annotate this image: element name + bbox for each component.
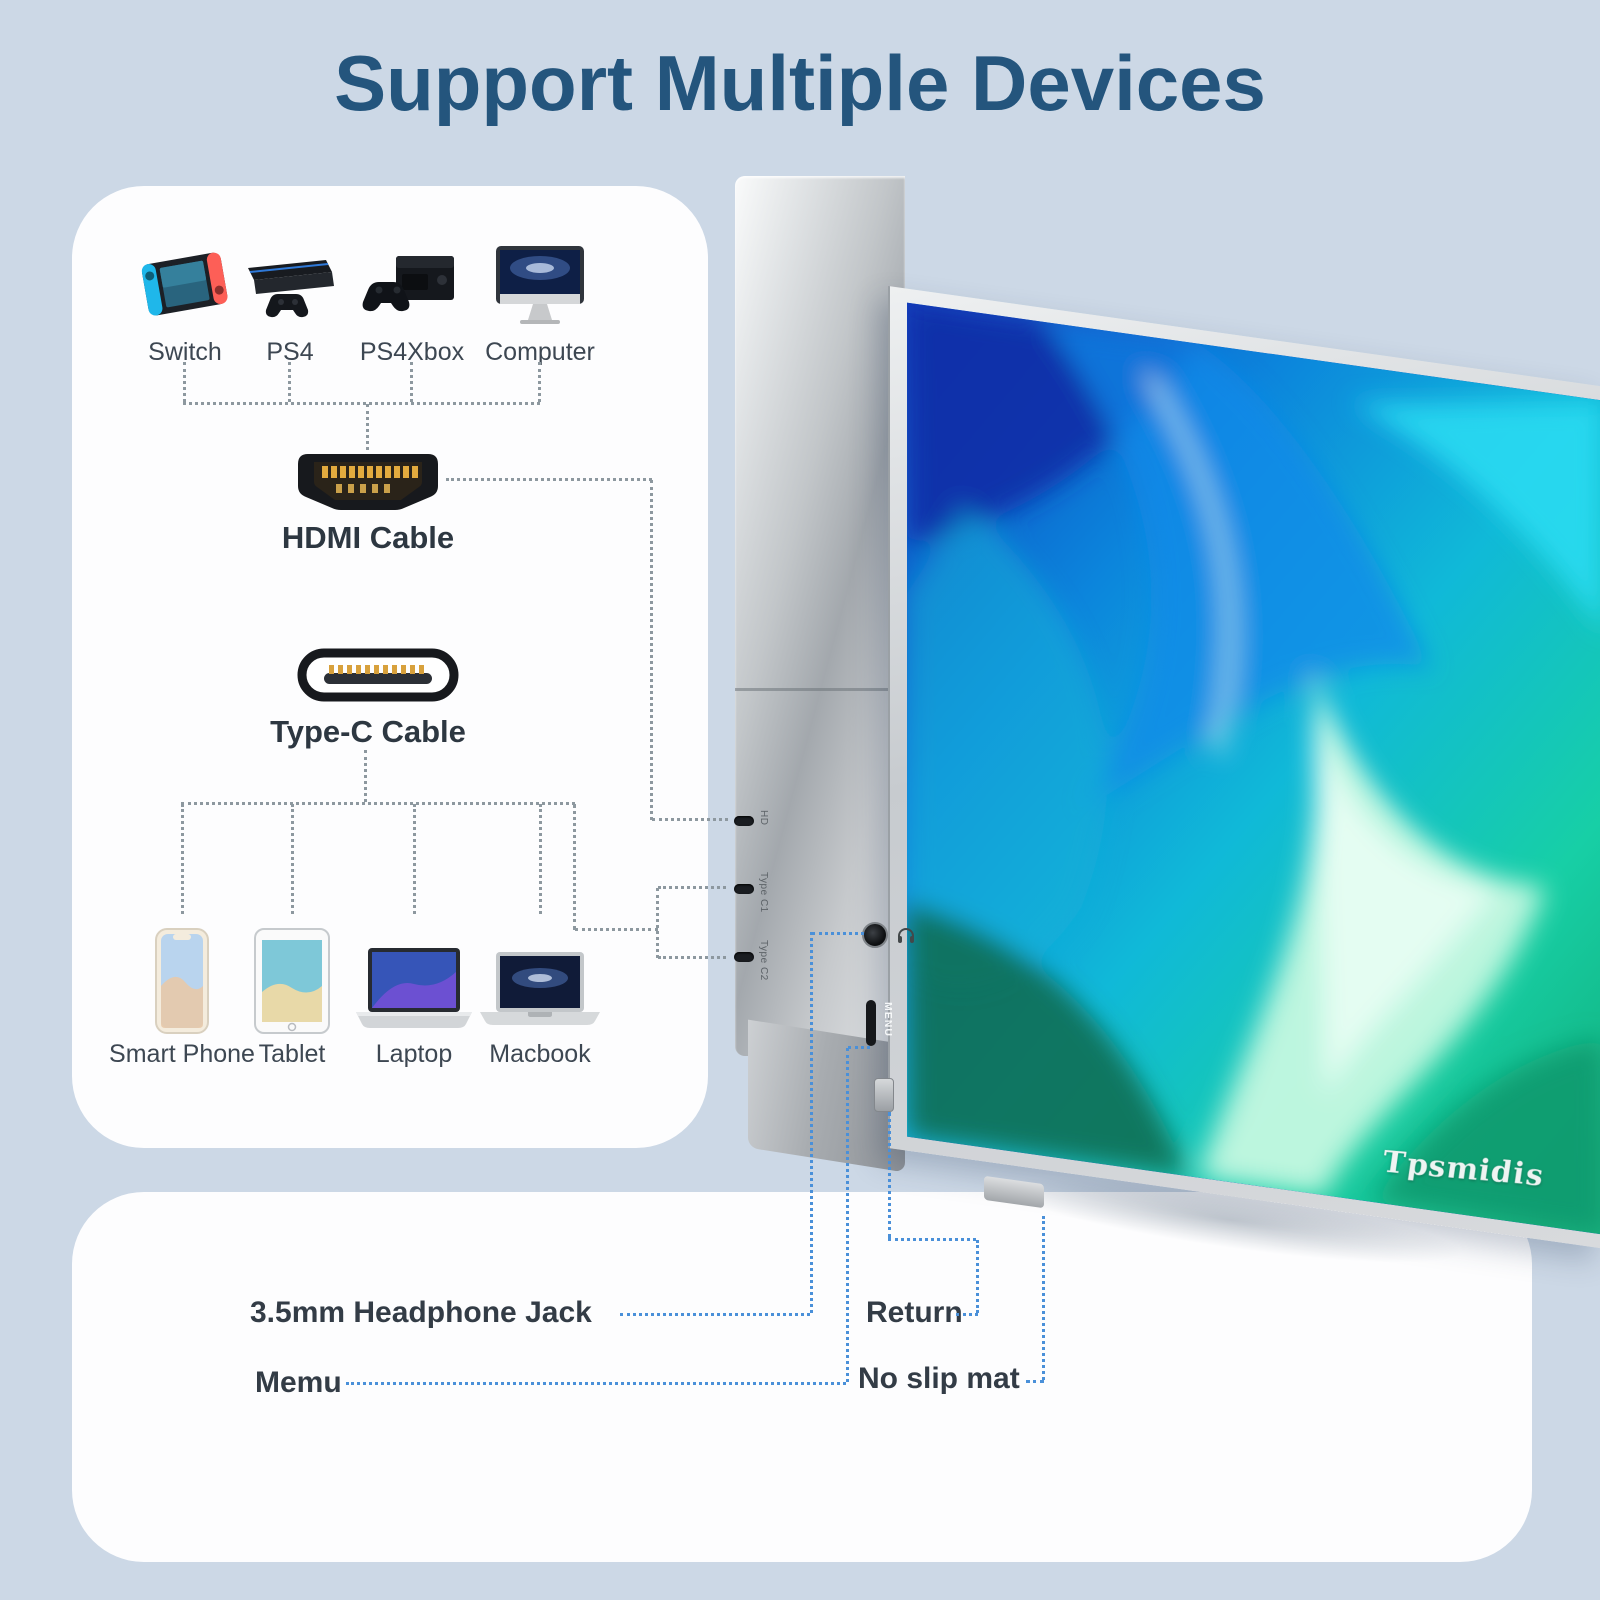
connector-line bbox=[658, 956, 726, 959]
menu-button bbox=[866, 1000, 876, 1046]
connector-line bbox=[181, 802, 575, 805]
device-label: Switch bbox=[148, 338, 222, 366]
type-c2-port bbox=[734, 952, 754, 962]
device-label: Macbook bbox=[489, 1040, 591, 1068]
callout-line bbox=[1026, 1380, 1044, 1383]
macbook-icon bbox=[474, 922, 606, 1036]
monitor-display-art: Tpsmidis bbox=[907, 302, 1600, 1235]
type-c-cable-label: Type-C Cable bbox=[270, 714, 466, 749]
connector-line bbox=[181, 804, 184, 914]
type-c1-port-label: Type C1 bbox=[758, 872, 769, 913]
connector-line bbox=[183, 362, 186, 402]
callout-line bbox=[1042, 1216, 1045, 1380]
connector-line bbox=[183, 402, 540, 405]
device-smart-phone: Smart Phone bbox=[109, 922, 255, 1069]
return-label: Return bbox=[866, 1296, 963, 1329]
no-slip-mat-label: No slip mat bbox=[858, 1362, 1020, 1395]
connector-line bbox=[366, 404, 369, 450]
device-label: Tablet bbox=[258, 1040, 326, 1068]
type-c2-port-label: Type C2 bbox=[758, 940, 769, 981]
connector-line bbox=[413, 804, 416, 914]
type-c1-port bbox=[734, 884, 754, 894]
callout-line bbox=[846, 1048, 849, 1382]
hdmi-cable-label: HDMI Cable bbox=[281, 520, 455, 555]
desktop-computer-icon bbox=[488, 220, 592, 334]
callout-line bbox=[810, 932, 813, 1313]
callout-line bbox=[888, 1112, 891, 1238]
device-label: Laptop bbox=[375, 1040, 453, 1068]
device-macbook: Macbook bbox=[480, 922, 600, 1069]
monitor-screen: Tpsmidis bbox=[888, 286, 1600, 1249]
connector-line bbox=[652, 818, 728, 821]
callout-line bbox=[848, 1046, 870, 1049]
headphone-jack-label: 3.5mm Headphone Jack bbox=[250, 1296, 592, 1329]
smartphone-icon bbox=[151, 922, 213, 1036]
connector-line bbox=[656, 888, 659, 958]
callout-line bbox=[956, 1313, 978, 1316]
connector-line bbox=[539, 804, 542, 914]
callout-line bbox=[888, 1238, 976, 1241]
device-label: PS4 bbox=[266, 338, 314, 366]
hdmi-connector-icon bbox=[292, 448, 444, 521]
callout-line bbox=[346, 1382, 846, 1385]
device-xbox: PS4Xbox bbox=[356, 220, 468, 367]
connector-line bbox=[575, 928, 658, 931]
device-label: Computer bbox=[485, 338, 595, 366]
connector-line bbox=[288, 362, 291, 402]
page-title: Support Multiple Devices bbox=[334, 39, 1266, 127]
callout-labels-card: 3.5mm Headphone Jack Memu Return No slip… bbox=[72, 1192, 1532, 1562]
switch-console-icon bbox=[139, 220, 231, 334]
device-computer: Computer bbox=[484, 220, 596, 367]
xbox-console-icon bbox=[362, 220, 462, 334]
menu-button-label: MENU bbox=[882, 1002, 894, 1037]
connector-line bbox=[658, 886, 726, 889]
device-ps4: PS4 bbox=[234, 220, 346, 367]
device-tablet: Tablet bbox=[236, 922, 348, 1069]
connection-options-card: Switch PS4 bbox=[72, 186, 708, 1148]
device-laptop: Laptop bbox=[356, 922, 472, 1069]
tablet-icon bbox=[251, 922, 333, 1036]
kickstand-seam bbox=[735, 688, 905, 691]
ps4-console-icon bbox=[240, 220, 340, 334]
connector-line bbox=[573, 804, 576, 930]
callout-line bbox=[620, 1313, 810, 1316]
monitor-side-panel bbox=[735, 176, 905, 1056]
hdmi-port-label: HD bbox=[758, 810, 769, 826]
headphone-jack bbox=[862, 922, 888, 948]
connector-line bbox=[364, 750, 367, 802]
device-switch: Switch bbox=[129, 220, 241, 367]
return-button bbox=[874, 1078, 894, 1112]
device-label: Smart Phone bbox=[109, 1040, 255, 1068]
callout-line bbox=[976, 1240, 979, 1313]
headphone-icon bbox=[898, 928, 914, 943]
connector-line bbox=[291, 804, 294, 914]
device-label: PS4Xbox bbox=[359, 338, 465, 366]
connector-line bbox=[410, 362, 413, 402]
connector-line bbox=[650, 480, 653, 820]
callout-line bbox=[812, 932, 864, 935]
connector-line bbox=[538, 362, 541, 402]
laptop-icon bbox=[348, 922, 480, 1036]
type-c-connector-icon bbox=[296, 646, 460, 709]
menu-label: Memu bbox=[255, 1366, 342, 1399]
hdmi-port bbox=[734, 816, 754, 826]
connector-line bbox=[446, 478, 652, 481]
